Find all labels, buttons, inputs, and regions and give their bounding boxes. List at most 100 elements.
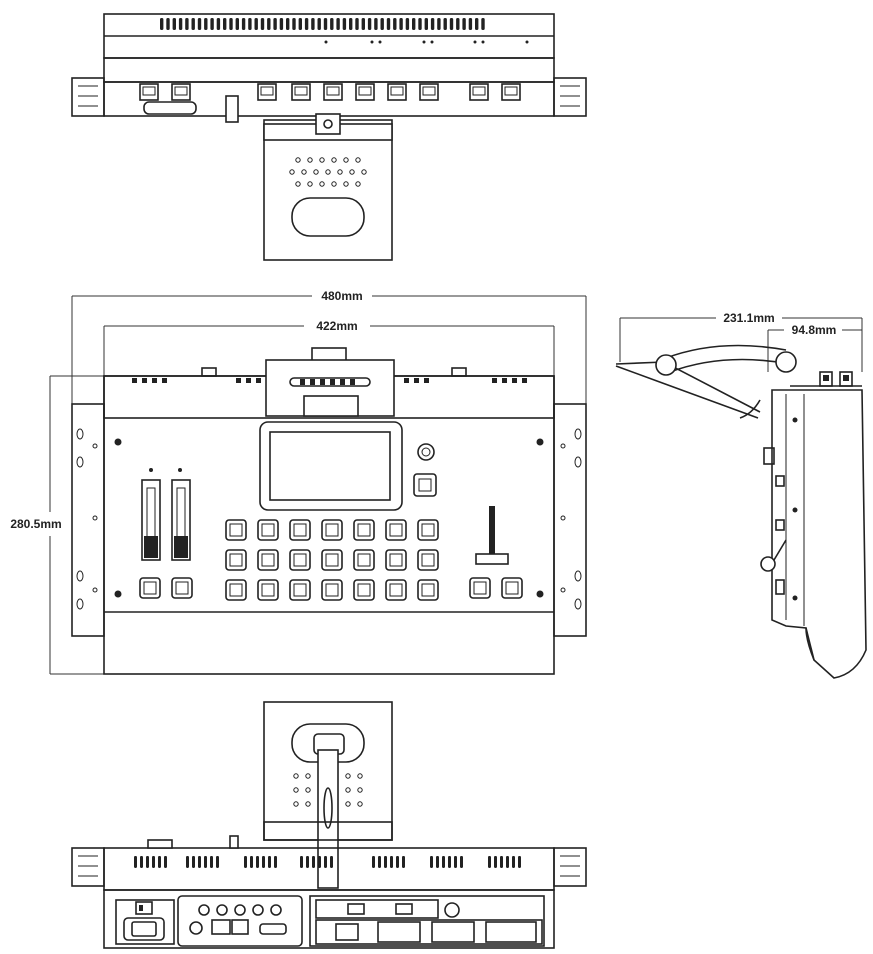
vent-slot bbox=[380, 18, 384, 30]
vent-slot bbox=[254, 18, 258, 30]
panel-button bbox=[385, 579, 407, 601]
panel-button bbox=[353, 579, 375, 601]
vent-slot bbox=[248, 18, 252, 30]
slot bbox=[310, 379, 315, 385]
panel-button-inner bbox=[261, 523, 275, 537]
vent-slot bbox=[178, 18, 183, 30]
vent-slot bbox=[418, 18, 422, 30]
vent-slot bbox=[142, 378, 147, 383]
vent-slot bbox=[317, 18, 321, 30]
vent-slot bbox=[204, 856, 207, 868]
panel-button-inner bbox=[229, 523, 243, 537]
panel-button bbox=[321, 519, 343, 541]
vent-slot bbox=[304, 18, 309, 30]
panel-button-inner bbox=[357, 583, 371, 597]
panel-button bbox=[257, 579, 279, 601]
vent-dot bbox=[305, 787, 311, 793]
panel-button-inner bbox=[229, 583, 243, 597]
vent-dot bbox=[305, 773, 311, 779]
connector-inner bbox=[174, 86, 188, 96]
panel-button-inner bbox=[293, 583, 307, 597]
t-bar bbox=[475, 506, 509, 565]
vent-slot bbox=[349, 18, 353, 30]
panel-button bbox=[289, 549, 311, 571]
panel-button-inner bbox=[505, 581, 519, 595]
vent-slot bbox=[146, 856, 149, 868]
vent-dot bbox=[293, 801, 299, 807]
vent-slot bbox=[367, 18, 372, 30]
vent-dot bbox=[355, 181, 361, 187]
vent-slot bbox=[442, 856, 445, 868]
panel-button-inner bbox=[175, 581, 189, 595]
vent-slot bbox=[330, 856, 333, 868]
connector-inner bbox=[422, 86, 436, 96]
vent-slot bbox=[456, 18, 460, 30]
connector-inner bbox=[472, 86, 486, 96]
vent-slot bbox=[454, 856, 457, 868]
vent-slot bbox=[197, 18, 202, 30]
vent-slot bbox=[312, 856, 315, 868]
vent-slot bbox=[250, 856, 253, 868]
vent-slot bbox=[311, 18, 315, 30]
vent-dot bbox=[357, 773, 363, 779]
vent-slot bbox=[185, 18, 189, 30]
front-vent-slots bbox=[132, 378, 527, 383]
panel-button-inner bbox=[421, 583, 435, 597]
vent-slot bbox=[494, 856, 497, 868]
panel-button bbox=[289, 519, 311, 541]
connector bbox=[257, 83, 277, 101]
dimension-480: 480mm bbox=[71, 289, 587, 404]
connector-inner bbox=[294, 86, 308, 96]
vent-slot bbox=[396, 856, 399, 868]
vent-slot bbox=[241, 18, 246, 30]
audio-faders bbox=[141, 468, 191, 561]
vent-slot bbox=[399, 18, 403, 30]
panel-button-inner bbox=[357, 523, 371, 537]
connector-inner bbox=[358, 86, 372, 96]
rear-monitor-dots bbox=[293, 773, 363, 807]
panel-button bbox=[257, 549, 279, 571]
vent-slot bbox=[390, 856, 393, 868]
vent-dot bbox=[319, 181, 325, 187]
vent-slot bbox=[256, 856, 259, 868]
vent-slot bbox=[424, 378, 429, 383]
vent-slot bbox=[443, 18, 447, 30]
vent-slot bbox=[404, 378, 409, 383]
height-label: 280.5mm bbox=[10, 517, 61, 531]
vent-dot bbox=[325, 169, 331, 175]
vent-slot bbox=[342, 18, 347, 30]
top-connectors bbox=[139, 83, 521, 101]
vent-dot bbox=[345, 773, 351, 779]
vent-slot bbox=[448, 856, 451, 868]
vent-slot bbox=[512, 378, 517, 383]
dimension-280: 280.5mm bbox=[10, 375, 104, 675]
vent-dot bbox=[305, 801, 311, 807]
vent-slot bbox=[246, 378, 251, 383]
vent-slot bbox=[262, 856, 265, 868]
vent-slot bbox=[162, 378, 167, 383]
side-depth-label: 231.1mm bbox=[723, 311, 774, 325]
vent-slot bbox=[223, 18, 227, 30]
vent-slot bbox=[198, 856, 201, 868]
vent-slot bbox=[492, 378, 497, 383]
rear-view bbox=[71, 701, 587, 949]
panel-button bbox=[385, 549, 407, 571]
vent-dot bbox=[345, 787, 351, 793]
panel-button-inner bbox=[293, 553, 307, 567]
vent-slot bbox=[460, 856, 463, 868]
vent-slot bbox=[235, 18, 239, 30]
vent-dot bbox=[295, 157, 301, 163]
panel-button-inner bbox=[293, 523, 307, 537]
vent-slot bbox=[481, 18, 485, 30]
vent-dot bbox=[293, 787, 299, 793]
slot bbox=[300, 379, 305, 385]
vent-slot bbox=[324, 856, 327, 868]
vent-slot bbox=[462, 18, 466, 30]
panel-button bbox=[225, 579, 247, 601]
slot bbox=[330, 379, 335, 385]
top-vent-slots bbox=[160, 18, 485, 30]
vent-slot bbox=[378, 856, 381, 868]
vent-dot bbox=[357, 801, 363, 807]
vent-slot bbox=[512, 856, 515, 868]
